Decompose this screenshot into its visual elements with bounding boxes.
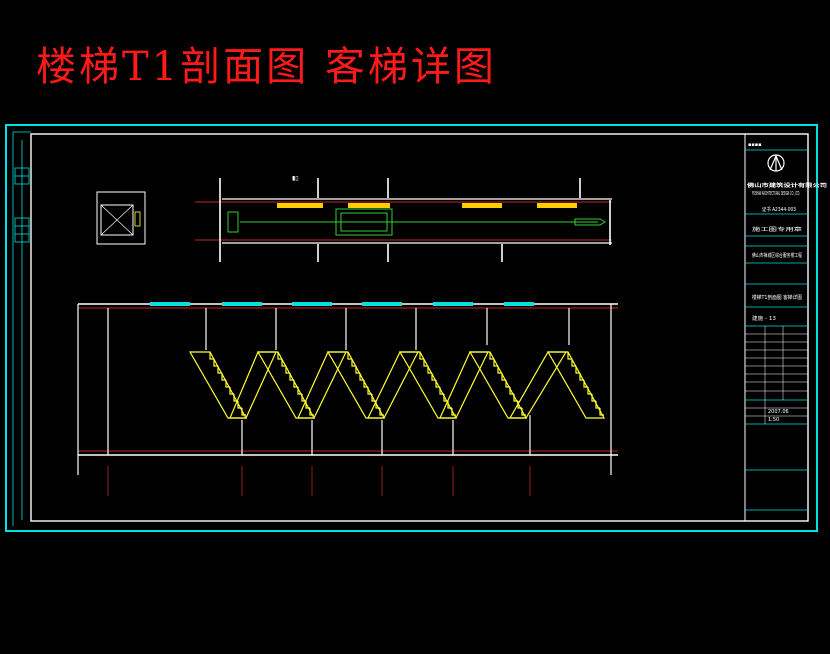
stair-flight-up — [297, 351, 347, 419]
stair-steps — [567, 352, 604, 416]
tb-stamp: 施工图专用章 — [752, 226, 802, 233]
plan-axis-mark: ▮▯ — [292, 175, 299, 182]
stair-flight-up — [439, 351, 489, 419]
tb-number: 建施 - 13 — [752, 315, 776, 322]
tb-company: 佛山市建筑设计有限公司 — [746, 182, 827, 189]
stair-flight-up — [229, 351, 277, 419]
elevator-plan: ▮▯ — [195, 175, 612, 262]
tb-project: 佛山市禅城区综合服务楼工程 — [752, 252, 802, 259]
stair-steps — [209, 352, 246, 416]
tb-date: 2007.06 — [768, 409, 789, 415]
elevator-car-icon — [96, 191, 146, 245]
stair-steps — [277, 352, 314, 416]
stair-flights — [188, 351, 606, 419]
page-title: 楼梯T1剖面图 客梯详图 — [36, 44, 497, 90]
inner-frame — [30, 133, 809, 522]
tb-scale: 1:50 — [768, 417, 779, 423]
outer-frame — [5, 124, 818, 532]
stair-flight — [546, 351, 606, 419]
stair-steps — [347, 352, 384, 416]
tb-company-en: FOSHAN ARCHITECTURAL DESIGN CO., LTD. — [752, 191, 800, 197]
left-binding-strip — [12, 131, 31, 526]
tb-cert: 证书 A2344-003 — [762, 206, 796, 213]
company-logo-icon — [767, 154, 785, 172]
title-block: ▪▪▪▪ 佛山市建筑设计有限公司 FOSHAN ARCHITECTURAL DE… — [744, 133, 827, 522]
stair-section — [77, 302, 618, 496]
tb-stamp-label: ▪▪▪▪ — [748, 142, 762, 148]
stair-steps — [419, 352, 456, 416]
tb-drawing-content: 楼梯T1剖面图 客梯详图 — [752, 294, 802, 301]
stair-steps — [489, 352, 526, 416]
